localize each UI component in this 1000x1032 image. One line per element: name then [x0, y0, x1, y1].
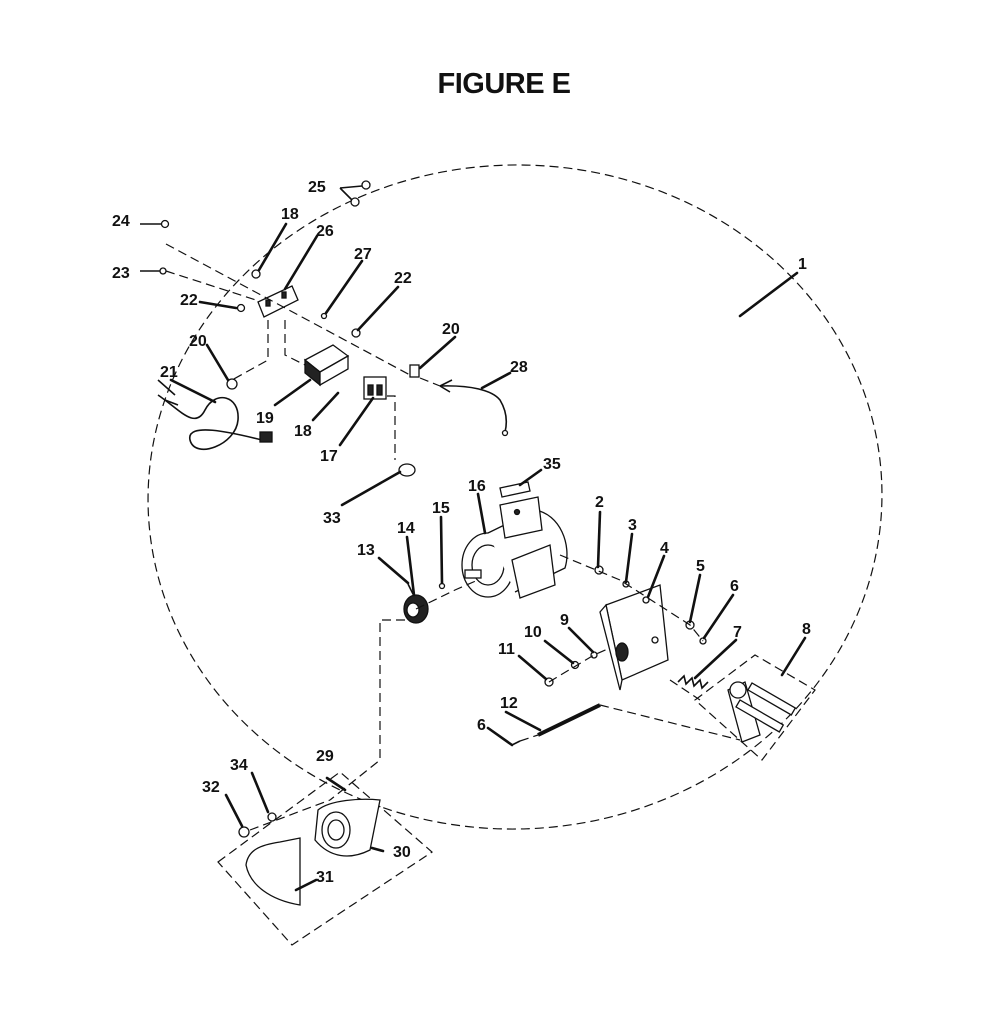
assembly-line-pulley — [329, 579, 479, 801]
callout-35: 35 — [543, 456, 561, 473]
callout-25: 25 — [308, 179, 326, 196]
guard-front-31 — [245, 837, 301, 906]
callout-2: 2 — [595, 494, 604, 511]
assembly-line-bracket — [519, 554, 741, 742]
callout-9: 9 — [560, 612, 569, 629]
clamp-20-right — [409, 364, 420, 378]
switch-box-19 — [303, 344, 350, 387]
callout-30: 30 — [393, 844, 411, 861]
callout-23: 23 — [112, 265, 130, 282]
callout-19: 19 — [256, 410, 274, 427]
screw-23 — [140, 267, 167, 275]
callout-18a: 18 — [281, 206, 299, 223]
wire-lead-28 — [439, 379, 509, 437]
guard-boundary — [217, 771, 433, 946]
callout-1: 1 — [798, 256, 807, 273]
callout-34: 34 — [230, 757, 248, 774]
nut-32 — [238, 826, 250, 838]
figure-title: FIGURE E — [437, 68, 571, 100]
callout-28: 28 — [510, 359, 528, 376]
pin-27 — [320, 312, 328, 320]
callout-12: 12 — [500, 695, 518, 712]
callout-14: 14 — [397, 520, 415, 537]
washer-9 — [590, 651, 598, 659]
mount-frame-8 — [727, 681, 797, 743]
mount-boundary — [694, 654, 816, 761]
spring-7 — [677, 674, 709, 690]
callout-6b: 6 — [477, 717, 486, 734]
callout-4: 4 — [660, 540, 669, 557]
callout-7: 7 — [733, 624, 742, 641]
bracket-4 — [599, 584, 669, 691]
callout-26: 26 — [316, 223, 334, 240]
callout-20a: 20 — [189, 333, 207, 350]
rod-12 — [537, 703, 601, 737]
callout-3: 3 — [628, 517, 637, 534]
callout-31: 31 — [316, 869, 334, 886]
callout-20b: 20 — [442, 321, 460, 338]
washer-34 — [267, 812, 277, 822]
callout-32: 32 — [202, 779, 220, 796]
callout-29: 29 — [316, 748, 334, 765]
callout-labels: 1 2 3 4 5 6 7 8 9 10 11 12 6 13 14 15 16… — [112, 179, 811, 886]
callout-18b: 18 — [294, 423, 312, 440]
assembly-boundary — [147, 164, 883, 830]
leader-lines — [169, 222, 807, 892]
callout-11: 11 — [498, 641, 515, 658]
callout-21: 21 — [160, 364, 178, 381]
callout-33: 33 — [323, 510, 341, 527]
callout-5: 5 — [696, 558, 705, 575]
switch-plate-26 — [251, 269, 299, 318]
callout-27: 27 — [354, 246, 372, 263]
assembly-line-upper — [165, 243, 441, 460]
assembly-line-guard — [249, 799, 331, 831]
nut-22-left — [236, 303, 246, 313]
callout-15: 15 — [432, 500, 450, 517]
switch-17 — [363, 376, 387, 400]
decal-35 — [499, 481, 531, 498]
callout-22b: 22 — [394, 270, 412, 287]
callout-6a: 6 — [730, 578, 739, 595]
callout-22a: 22 — [180, 292, 198, 309]
callout-24: 24 — [112, 213, 130, 230]
callout-16: 16 — [468, 478, 486, 495]
power-cord-21 — [157, 379, 273, 451]
guard-rear-30 — [314, 798, 381, 857]
pin-6-left — [511, 740, 521, 746]
knob-33 — [398, 463, 416, 477]
motor-16 — [461, 496, 568, 599]
clamp-20-left — [226, 378, 238, 390]
callout-10: 10 — [524, 624, 542, 641]
callout-8: 8 — [802, 621, 811, 638]
callout-17: 17 — [320, 448, 338, 465]
callout-13: 13 — [357, 542, 375, 559]
screw-24 — [140, 219, 170, 229]
cable-tie-25 — [339, 180, 371, 207]
